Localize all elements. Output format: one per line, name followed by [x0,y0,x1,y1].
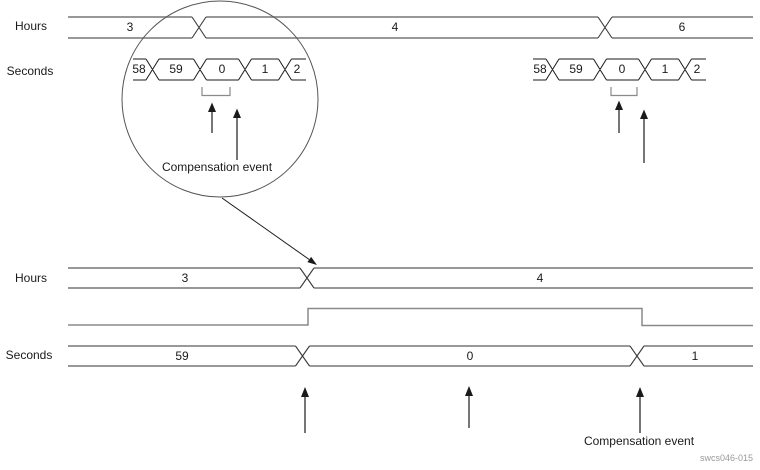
bottom-seconds-transitions [295,345,645,367]
top-seconds-right-2: 2 [693,62,701,76]
top-seconds-right-58: 58 [533,62,547,76]
top-right-event-arrow-2 [640,109,648,163]
top-hours-bus [68,16,753,39]
compensation-pulse-signal [68,307,753,327]
top-seconds-left-59: 59 [169,62,183,76]
top-right-event-arrow-1 [615,100,623,133]
zoom-leader-arrow [221,197,317,265]
zero-bracket-right [610,87,638,97]
bottom-event-arrow-1 [301,387,309,433]
top-left-event-arrow-1 [208,102,216,133]
top-seconds-left-2: 2 [293,62,301,76]
top-hours-label: Hours [14,19,48,33]
top-seconds-right-1: 1 [661,62,669,76]
top-seconds-bus-left [133,58,306,81]
bottom-seconds-label: Seconds [5,348,53,362]
bottom-seconds-bus [68,345,753,367]
top-hours-value-6: 6 [678,20,686,34]
top-seconds-right-0: 0 [618,62,626,76]
top-hours-value-4: 4 [391,20,399,34]
bottom-seconds-value-0: 0 [466,349,474,363]
bottom-seconds-value-59: 59 [175,349,189,363]
top-seconds-bus-right [533,58,706,81]
bottom-hours-label: Hours [14,271,48,285]
bottom-hours-transition [299,267,315,289]
top-seconds-left-0: 0 [218,62,226,76]
figure-id: swcs046-015 [699,453,753,463]
top-hours-transitions [191,16,613,39]
top-left-event-arrow-2 [233,108,241,160]
zero-bracket-left [201,87,231,97]
bottom-hours-bus [68,267,753,289]
magnifier-circle [121,0,319,198]
bottom-compensation-event-label: Compensation event [583,434,695,448]
bottom-hours-value-3: 3 [181,271,189,285]
top-hours-value-3: 3 [126,20,134,34]
top-seconds-label: Seconds [6,64,54,78]
bottom-event-arrow-3 [636,387,644,433]
top-compensation-event-label: Compensation event [161,160,273,174]
bottom-hours-value-4: 4 [536,271,544,285]
top-seconds-left-58: 58 [132,62,146,76]
top-seconds-right-59: 59 [569,62,583,76]
bottom-seconds-value-1: 1 [691,349,699,363]
bottom-event-arrow-2 [465,386,473,428]
top-seconds-left-1: 1 [261,62,269,76]
